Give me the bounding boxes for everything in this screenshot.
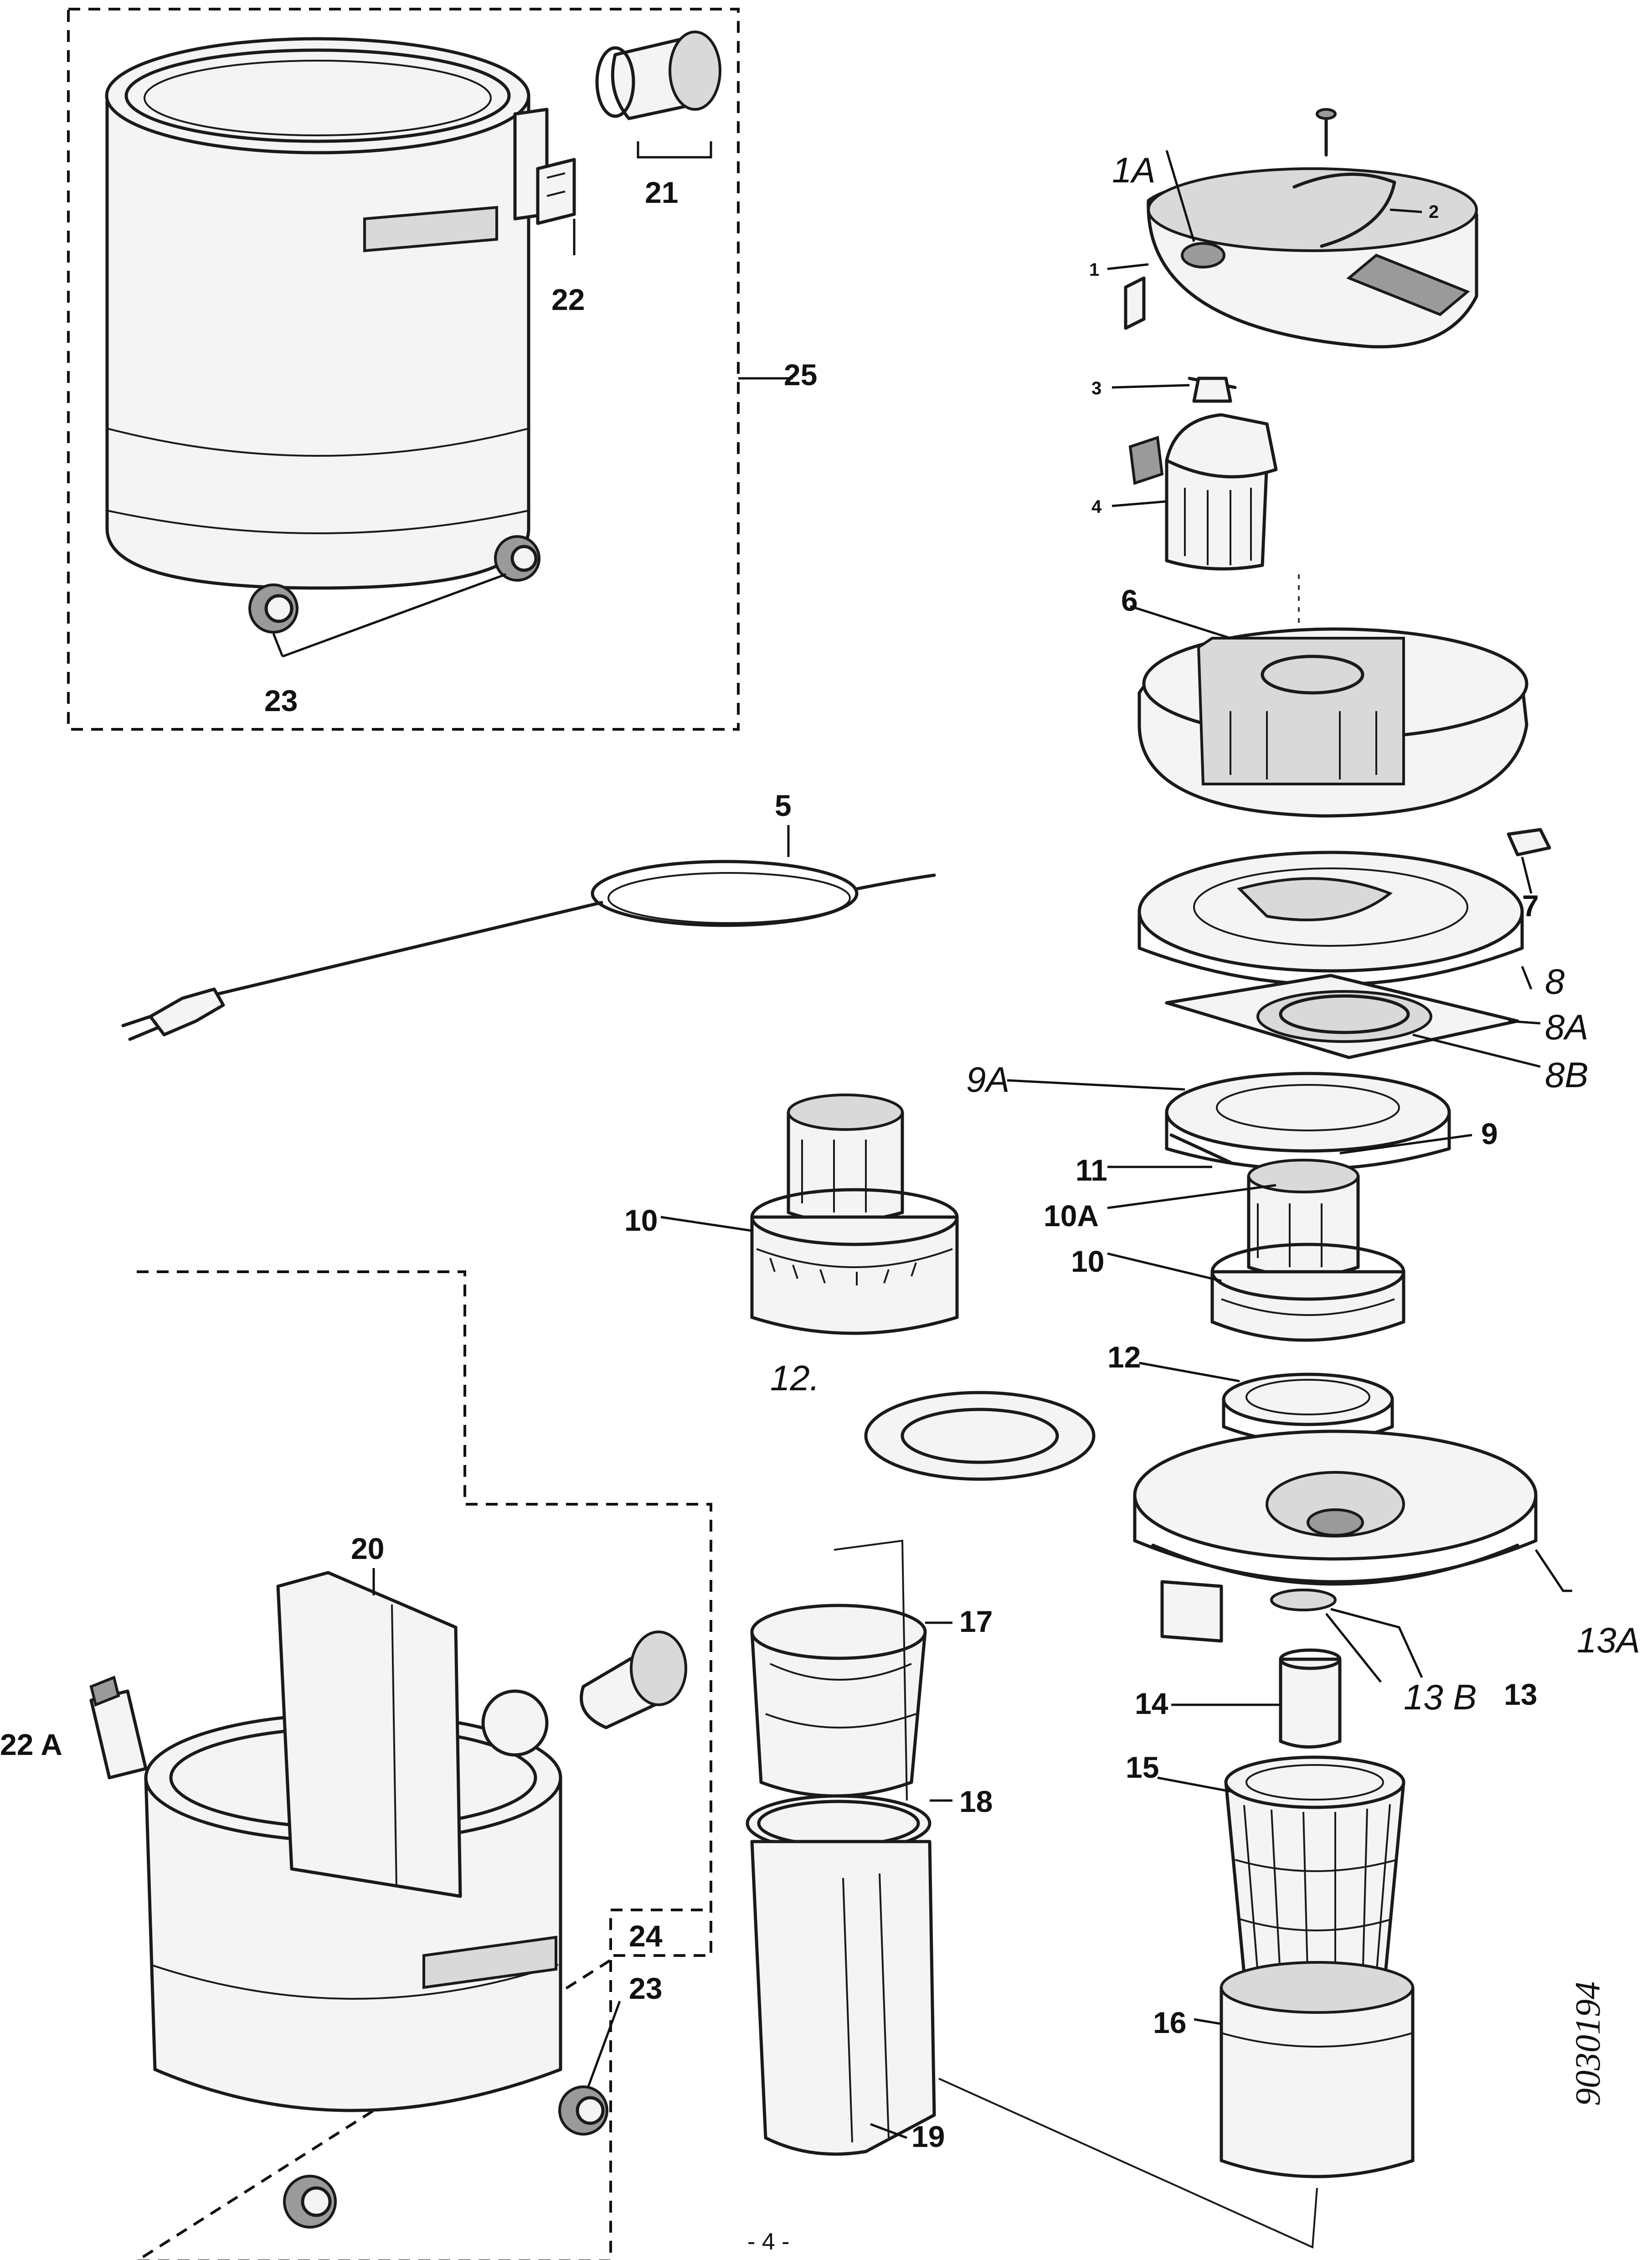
label-1: 1 xyxy=(1089,260,1099,280)
label-9: 9 xyxy=(1481,1117,1498,1151)
label-16: 16 xyxy=(1153,2006,1186,2039)
label-13B: 13 B xyxy=(1404,1677,1477,1717)
motor-seat-part-8 xyxy=(1137,851,1541,1068)
label-8: 8 xyxy=(1545,961,1565,1001)
motor-left-part-10 xyxy=(660,1094,959,1335)
float-cage-part-4 xyxy=(1112,377,1300,638)
label-14: 14 xyxy=(1135,1687,1168,1720)
label-9A: 9A xyxy=(966,1059,1009,1099)
label-12-left: 12. xyxy=(770,1358,819,1398)
label-10-left: 10 xyxy=(624,1203,658,1237)
label-7: 7 xyxy=(1522,889,1539,923)
label-23-top: 23 xyxy=(264,684,298,717)
label-25: 25 xyxy=(784,358,817,392)
label-24: 24 xyxy=(629,1919,663,1953)
container-with-bag-assembly xyxy=(89,1270,712,2260)
cartridge-filter-part-16 xyxy=(1194,1961,1415,2178)
label-13A: 13A xyxy=(1577,1620,1640,1660)
label-1A: 1A xyxy=(1112,150,1155,190)
page-number: - 4 - xyxy=(747,2229,789,2255)
part-labels: 1A 1 2 3 4 5 6 7 8 8A 8B 9A 9 10 10 10A … xyxy=(0,150,1640,2153)
label-23-bottom: 23 xyxy=(629,1971,662,2005)
label-5: 5 xyxy=(775,789,792,822)
label-17: 17 xyxy=(959,1605,993,1638)
motor-housing-cover-part-6 xyxy=(1130,605,1551,894)
cover-part-1 xyxy=(1107,108,1478,349)
label-22A: 22 A xyxy=(0,1728,62,1761)
label-18: 18 xyxy=(959,1785,993,1818)
label-8B: 8B xyxy=(1545,1055,1588,1095)
label-22: 22 xyxy=(551,283,585,316)
label-21: 21 xyxy=(645,175,678,209)
label-15: 15 xyxy=(1126,1750,1159,1784)
tube-part-14 xyxy=(1171,1648,1342,1749)
label-11: 11 xyxy=(1076,1153,1107,1187)
container-assembly-25 xyxy=(67,8,793,731)
filter-head-part-13 xyxy=(1133,1429,1572,1683)
label-10-right: 10 xyxy=(1071,1244,1104,1278)
motor-ring-part-9 xyxy=(1007,1072,1472,1171)
filter-basket-part-17 xyxy=(750,1539,952,1801)
label-2: 2 xyxy=(1429,202,1439,222)
label-12-right: 12 xyxy=(1107,1340,1141,1374)
label-3: 3 xyxy=(1091,378,1101,398)
label-20: 20 xyxy=(351,1532,384,1565)
gasket-part-12 xyxy=(864,1362,1394,1481)
filter-cage-part-15 xyxy=(1157,1755,1405,1988)
filter-bag-part-19 xyxy=(750,1840,1318,2249)
label-13: 13 xyxy=(1504,1677,1537,1711)
label-4: 4 xyxy=(1091,497,1102,517)
label-10A: 10A xyxy=(1044,1199,1099,1233)
power-cord-5 xyxy=(121,825,936,1041)
document-code: 9030194 xyxy=(1568,1981,1607,2106)
motor-right-part-10 xyxy=(1107,1133,1405,1342)
label-6: 6 xyxy=(1121,583,1138,617)
label-19: 19 xyxy=(911,2120,945,2153)
label-8A: 8A xyxy=(1545,1007,1588,1047)
